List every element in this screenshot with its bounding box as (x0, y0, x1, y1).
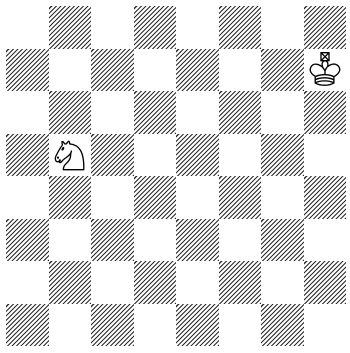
square-c4[interactable] (91, 176, 134, 219)
square-g6[interactable] (261, 91, 304, 134)
square-h6[interactable] (304, 91, 347, 134)
square-g7[interactable] (261, 49, 304, 92)
square-b6[interactable] (49, 91, 92, 134)
square-h5[interactable] (304, 134, 347, 177)
square-g4[interactable] (261, 176, 304, 219)
square-b2[interactable] (49, 261, 92, 304)
square-g8[interactable] (261, 6, 304, 49)
square-b8[interactable] (49, 6, 92, 49)
square-e1[interactable] (176, 304, 219, 347)
square-a3[interactable] (6, 219, 49, 262)
square-e8[interactable] (176, 6, 219, 49)
square-f4[interactable] (219, 176, 262, 219)
square-d3[interactable] (134, 219, 177, 262)
square-a6[interactable] (6, 91, 49, 134)
square-c5[interactable] (91, 134, 134, 177)
chess-board (6, 6, 346, 346)
square-f5[interactable] (219, 134, 262, 177)
square-f2[interactable] (219, 261, 262, 304)
square-h7[interactable] (304, 49, 347, 92)
square-c7[interactable] (91, 49, 134, 92)
square-a1[interactable] (6, 304, 49, 347)
square-f8[interactable] (219, 6, 262, 49)
square-b7[interactable] (49, 49, 92, 92)
square-c1[interactable] (91, 304, 134, 347)
square-d6[interactable] (134, 91, 177, 134)
square-b1[interactable] (49, 304, 92, 347)
square-c2[interactable] (91, 261, 134, 304)
square-h3[interactable] (304, 219, 347, 262)
square-h4[interactable] (304, 176, 347, 219)
square-f7[interactable] (219, 49, 262, 92)
square-f6[interactable] (219, 91, 262, 134)
square-f3[interactable] (219, 219, 262, 262)
square-a4[interactable] (6, 176, 49, 219)
square-d4[interactable] (134, 176, 177, 219)
square-g3[interactable] (261, 219, 304, 262)
square-a2[interactable] (6, 261, 49, 304)
square-a5[interactable] (6, 134, 49, 177)
square-e3[interactable] (176, 219, 219, 262)
square-g2[interactable] (261, 261, 304, 304)
square-e6[interactable] (176, 91, 219, 134)
square-g5[interactable] (261, 134, 304, 177)
square-b5[interactable] (49, 134, 92, 177)
square-h8[interactable] (304, 6, 347, 49)
square-a7[interactable] (6, 49, 49, 92)
square-b4[interactable] (49, 176, 92, 219)
square-c8[interactable] (91, 6, 134, 49)
square-g1[interactable] (261, 304, 304, 347)
square-h2[interactable] (304, 261, 347, 304)
square-e5[interactable] (176, 134, 219, 177)
square-e7[interactable] (176, 49, 219, 92)
square-e2[interactable] (176, 261, 219, 304)
square-d2[interactable] (134, 261, 177, 304)
square-e4[interactable] (176, 176, 219, 219)
square-b3[interactable] (49, 219, 92, 262)
square-f1[interactable] (219, 304, 262, 347)
square-h1[interactable] (304, 304, 347, 347)
square-d1[interactable] (134, 304, 177, 347)
square-c3[interactable] (91, 219, 134, 262)
white-king-icon[interactable] (304, 49, 347, 92)
square-d5[interactable] (134, 134, 177, 177)
square-c6[interactable] (91, 91, 134, 134)
square-a8[interactable] (6, 6, 49, 49)
square-d7[interactable] (134, 49, 177, 92)
white-knight-icon[interactable] (49, 134, 92, 177)
square-d8[interactable] (134, 6, 177, 49)
